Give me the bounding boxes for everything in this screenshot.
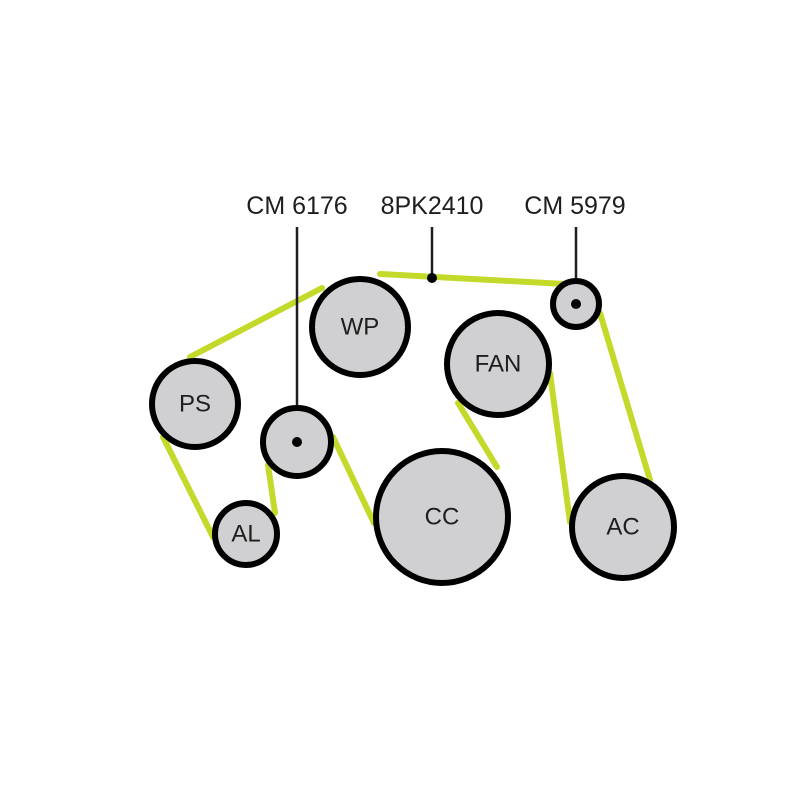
pulley-al: AL <box>212 500 280 568</box>
pulley-cc: CC <box>373 448 511 586</box>
tensioner-center-dot <box>571 299 581 309</box>
pulley-ps: PS <box>149 358 241 450</box>
belt-segment-ps-wp <box>187 285 325 360</box>
belt-segment-wp-tensioner <box>377 271 568 287</box>
pulley-label-al: AL <box>231 521 260 548</box>
pulley-label-fan: FAN <box>475 351 522 378</box>
belt-segment-idler-cc <box>330 434 377 526</box>
belt-segment-fan-cc <box>455 400 500 470</box>
idler-center-dot <box>292 437 302 447</box>
pulley-tensioner <box>550 278 602 330</box>
pulley-idler <box>260 405 334 479</box>
pulley-label-ps: PS <box>179 391 211 418</box>
pulley-fan: FAN <box>444 310 552 418</box>
belt <box>160 271 653 540</box>
pulley-label-ac: AC <box>606 514 639 541</box>
belt-segment-ps-al <box>160 434 216 540</box>
belt-marker-dot <box>427 273 437 283</box>
pulley-label-wp: WP <box>341 314 380 341</box>
belt-segment-idler-al <box>265 462 278 516</box>
pulley-wp: WP <box>309 276 411 378</box>
pulley-ac: AC <box>569 473 677 581</box>
pulley-label-cc: CC <box>425 504 460 531</box>
belt-segment-tensioner-ac <box>597 310 653 483</box>
label-idler-part: CM 6176 <box>246 192 347 220</box>
label-tensioner-part: CM 5979 <box>524 192 625 220</box>
label-belt-part: 8PK2410 <box>381 192 484 220</box>
belt-segment-fan-ac <box>547 370 573 525</box>
